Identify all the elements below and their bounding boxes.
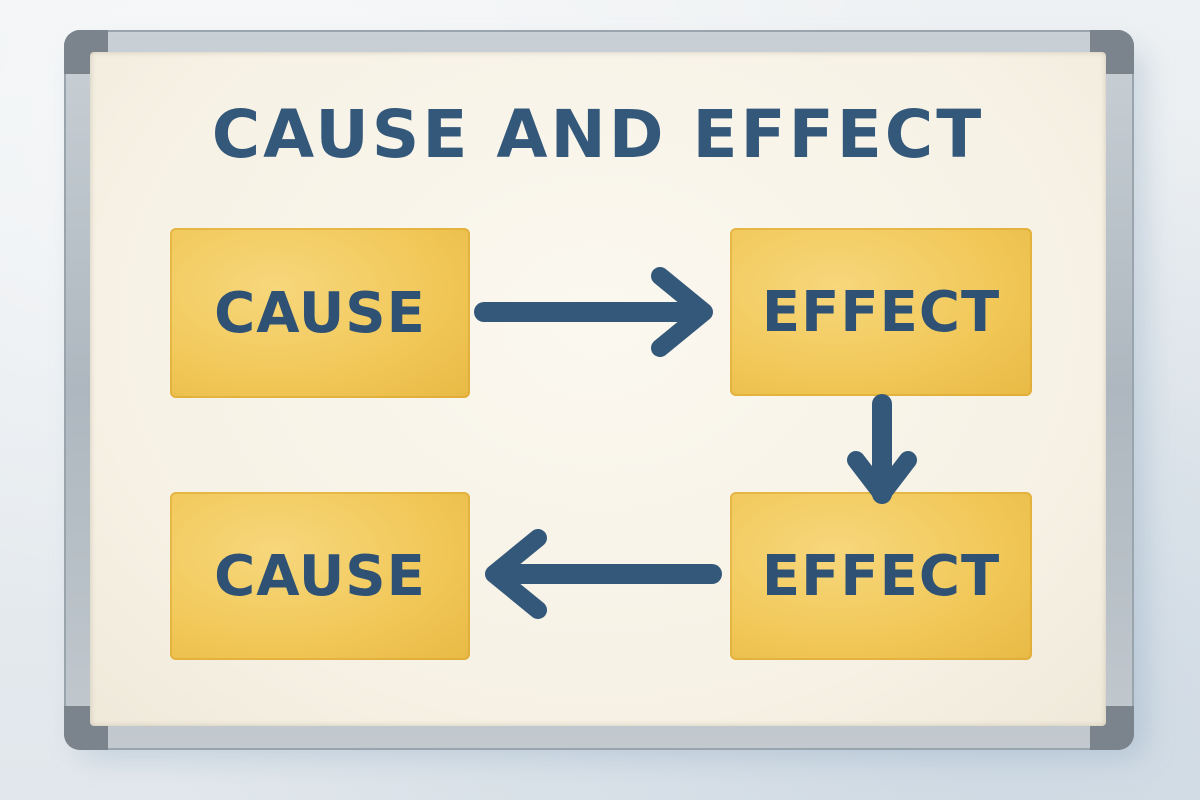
effect-box-bottom-label: EFFECT [761,543,1001,609]
arrow-left-icon [485,529,722,619]
cause-box-bottom-label: CAUSE [214,543,426,609]
cause-box-top: CAUSE [170,228,470,398]
cause-box-bottom: CAUSE [170,492,470,660]
cause-box-top-label: CAUSE [214,280,426,346]
arrow-right-icon [474,267,713,357]
diagram-title: CAUSE AND EFFECT [211,96,985,173]
effect-box-top: EFFECT [730,228,1032,396]
arrow-down-icon [847,394,917,504]
effect-box-bottom: EFFECT [730,492,1032,660]
effect-box-top-label: EFFECT [761,279,1001,345]
